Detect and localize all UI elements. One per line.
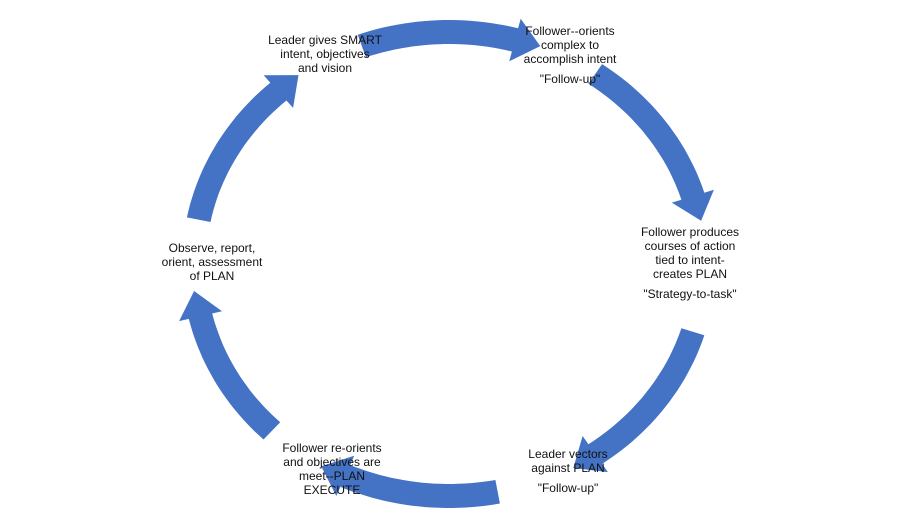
step-follower-produces-plan: Follower produces courses of action tied… bbox=[622, 225, 758, 301]
step-line: Follower re-orients bbox=[282, 441, 382, 455]
step-line: against PLAN bbox=[531, 461, 605, 475]
step-line: and vision bbox=[297, 61, 353, 75]
arrow-lower-left bbox=[179, 291, 281, 440]
step-follower-reorients: Follower re-orients and objectives are m… bbox=[262, 441, 402, 497]
arrow-upper-right bbox=[588, 64, 714, 221]
step-note: "Follow-up" bbox=[539, 72, 601, 86]
arrow-top bbox=[357, 18, 541, 62]
step-leader-vectors: Leader vectors against PLAN "Follow-up" bbox=[508, 447, 628, 495]
arrow-bottom bbox=[321, 455, 500, 508]
step-line: complex to bbox=[540, 38, 600, 52]
step-observe-report: Observe, report, orient, assessment of P… bbox=[150, 241, 274, 283]
step-follower-orients: Follower--orients complex to accomplish … bbox=[508, 24, 632, 86]
step-leader-gives-intent: Leader gives SMART intent, objectives an… bbox=[262, 33, 388, 75]
step-note: "Strategy-to-task" bbox=[643, 287, 737, 301]
step-line: orient, assessment bbox=[161, 255, 263, 269]
step-line: meet--PLAN bbox=[298, 469, 366, 483]
step-line: Follower produces bbox=[640, 225, 740, 239]
step-line: Leader vectors bbox=[528, 447, 608, 461]
arrow-upper-left bbox=[186, 75, 299, 222]
step-line: accomplish intent bbox=[523, 52, 617, 66]
step-line: of PLAN bbox=[189, 269, 235, 283]
step-line: tied to intent- bbox=[655, 253, 725, 267]
arrow-lower-right bbox=[573, 328, 705, 473]
step-note: "Follow-up" bbox=[537, 481, 599, 495]
step-line: courses of action bbox=[644, 239, 736, 253]
step-line: Leader gives SMART bbox=[268, 33, 382, 47]
step-line: intent, objectives bbox=[280, 47, 370, 61]
step-line: Observe, report, bbox=[168, 241, 256, 255]
step-line: and objectives are bbox=[283, 455, 381, 469]
step-line: EXECUTE bbox=[303, 483, 361, 497]
step-line: creates PLAN bbox=[652, 267, 728, 281]
step-line: Follower--orients bbox=[525, 24, 615, 38]
